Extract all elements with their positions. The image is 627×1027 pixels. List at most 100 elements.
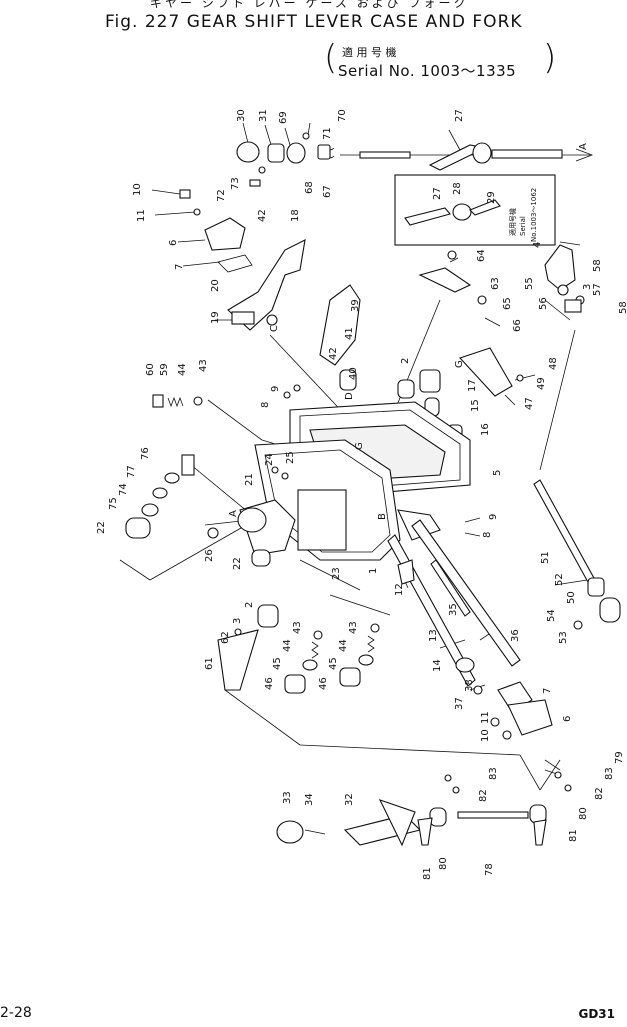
lever-63 <box>418 267 472 293</box>
callout-c100: 79 <box>614 751 625 764</box>
callout-c112: 78 <box>484 863 495 876</box>
callout-c19: 42 <box>257 209 268 222</box>
callout-c1: 30 <box>236 109 247 122</box>
collar-31 <box>267 143 285 163</box>
bush-40 <box>339 369 357 391</box>
callout-c47: 2 <box>400 358 411 364</box>
bolt-72 <box>249 179 261 187</box>
rod-78 <box>457 811 529 819</box>
joint-80 <box>429 807 447 827</box>
callout-c76: 54 <box>546 609 557 622</box>
page-title: Fig. 227 GEAR SHIFT LEVER CASE AND FORK <box>105 12 523 32</box>
callout-c35: 58 <box>618 301 627 314</box>
pin-81b <box>533 819 547 846</box>
callout-c42: 47 <box>524 397 535 410</box>
callout-c38: 65 <box>502 297 513 310</box>
washer-45b <box>358 654 374 666</box>
callout-c32: 3 <box>582 284 593 290</box>
callout-c33: 57 <box>592 283 603 296</box>
callout-c51: 43 <box>198 359 209 372</box>
shaft-36 <box>411 519 521 667</box>
callout-c82: 43 <box>292 621 303 634</box>
callout-c29: 4 <box>532 242 543 248</box>
callout-c109: 81 <box>568 829 579 842</box>
callout-c66: 22 <box>232 557 243 570</box>
callout-c14: 29 <box>486 191 497 204</box>
callout-c27: 40 <box>348 367 359 380</box>
callout-c101: 33 <box>282 791 293 804</box>
fork-18 <box>227 239 306 331</box>
callout-c41: 49 <box>536 377 547 390</box>
callout-c90: 35 <box>448 603 459 616</box>
callout-c37: 63 <box>490 277 501 290</box>
callout-c57: 24 <box>264 453 275 466</box>
knob-33 <box>276 820 304 844</box>
callout-c106: 83 <box>604 767 615 780</box>
shift-knob-30 <box>236 141 260 163</box>
callout-c79: 3 <box>232 618 243 624</box>
japanese-title: ギヤー シフト レバー ケース および フォーク <box>150 0 469 10</box>
callout-c46: 16 <box>480 423 491 436</box>
callout-c54: G <box>354 442 365 450</box>
bolt-76 <box>181 454 195 476</box>
callout-c107: 82 <box>594 787 605 800</box>
callout-labels: 30 31 69 70 71 68 67 73 72 27 A 27 28 29… <box>96 109 627 880</box>
inset-rod-29 <box>469 199 501 216</box>
callout-c50: 44 <box>177 363 188 376</box>
callout-c4: 70 <box>337 109 348 122</box>
fork-55 <box>544 244 576 291</box>
bracket-12 <box>397 559 415 585</box>
callout-c86: 43 <box>348 621 359 634</box>
callout-c64: A <box>228 510 239 517</box>
callout-c43: G <box>454 360 465 368</box>
bolt-8 <box>283 391 291 399</box>
callout-c60: 74 <box>118 483 129 496</box>
callout-c58: 25 <box>285 451 296 464</box>
callout-c24: 39 <box>350 299 361 312</box>
callout-c65: 26 <box>204 549 215 562</box>
seal-75 <box>141 503 159 517</box>
plug-60 <box>152 394 164 408</box>
callout-c110: 81 <box>422 867 433 880</box>
callout-c53: 8 <box>260 402 271 408</box>
fork-shaft-19 <box>231 311 255 325</box>
boot-69 <box>286 142 306 164</box>
callout-c59: 77 <box>126 465 137 478</box>
callout-c49: 59 <box>159 363 170 376</box>
bolt-38 <box>473 685 483 695</box>
serial-note: 適 用 号 機 <box>342 46 397 59</box>
callout-c48: 60 <box>145 363 156 376</box>
callout-c26: 42 <box>328 347 339 360</box>
callout-c13: 28 <box>452 182 463 195</box>
callout-c45: 15 <box>470 399 481 412</box>
spring-44b <box>311 641 319 659</box>
bolt-24 <box>271 466 279 474</box>
nut-65 <box>477 295 487 305</box>
rod-51 <box>533 479 596 585</box>
callout-c68: 9 <box>488 514 499 520</box>
bolt-10b <box>502 730 512 740</box>
callout-c96: 7 <box>542 688 553 694</box>
callout-c94: 38 <box>464 679 475 692</box>
washer-73 <box>258 166 266 174</box>
callout-c22: 19 <box>210 311 221 324</box>
bolt-83b <box>554 771 562 779</box>
callout-c30: 55 <box>524 277 535 290</box>
plug-26 <box>207 527 219 539</box>
collar-14 <box>455 657 475 673</box>
callout-c55: 5 <box>492 470 503 476</box>
callout-c75: 50 <box>566 591 577 604</box>
callout-c61: 75 <box>108 497 119 510</box>
callout-c7: 67 <box>322 185 333 198</box>
washer-11 <box>193 208 201 216</box>
callout-c5: 71 <box>322 127 333 140</box>
callout-c9: 72 <box>216 189 227 202</box>
callout-c93: 14 <box>432 659 443 672</box>
callout-c17: 6 <box>168 240 179 246</box>
bush-50 <box>599 597 621 623</box>
callout-c78: 2 <box>244 602 255 608</box>
callout-c18: 7 <box>174 264 185 270</box>
callout-c12: 27 <box>432 187 443 200</box>
callout-c99: 10 <box>480 729 491 742</box>
bush-22b <box>125 517 151 539</box>
